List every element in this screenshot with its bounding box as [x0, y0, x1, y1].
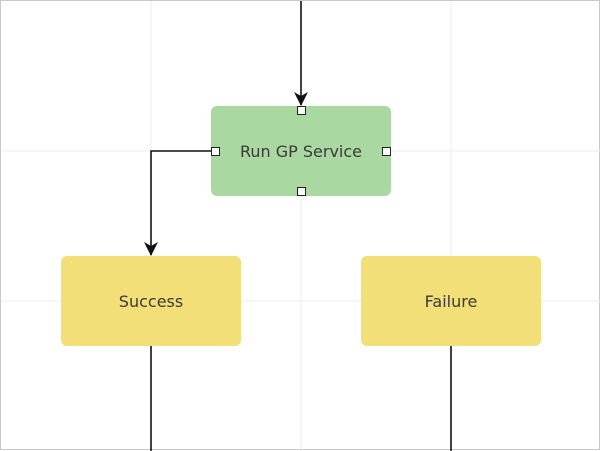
connection-handle-left[interactable]: [211, 147, 220, 156]
success-connector[interactable]: [144, 150, 211, 256]
node-label: Success: [118, 291, 184, 311]
node-label: Failure: [424, 291, 478, 311]
failure-node[interactable]: Failure: [361, 256, 541, 346]
success-node[interactable]: Success: [61, 256, 241, 346]
connection-handle-bottom[interactable]: [297, 187, 306, 196]
node-label: Run GP Service: [239, 141, 363, 161]
connection-handle-right[interactable]: [382, 147, 391, 156]
connection-handle-top[interactable]: [297, 106, 306, 115]
run-gp-service-node[interactable]: Run GP Service: [211, 106, 391, 196]
